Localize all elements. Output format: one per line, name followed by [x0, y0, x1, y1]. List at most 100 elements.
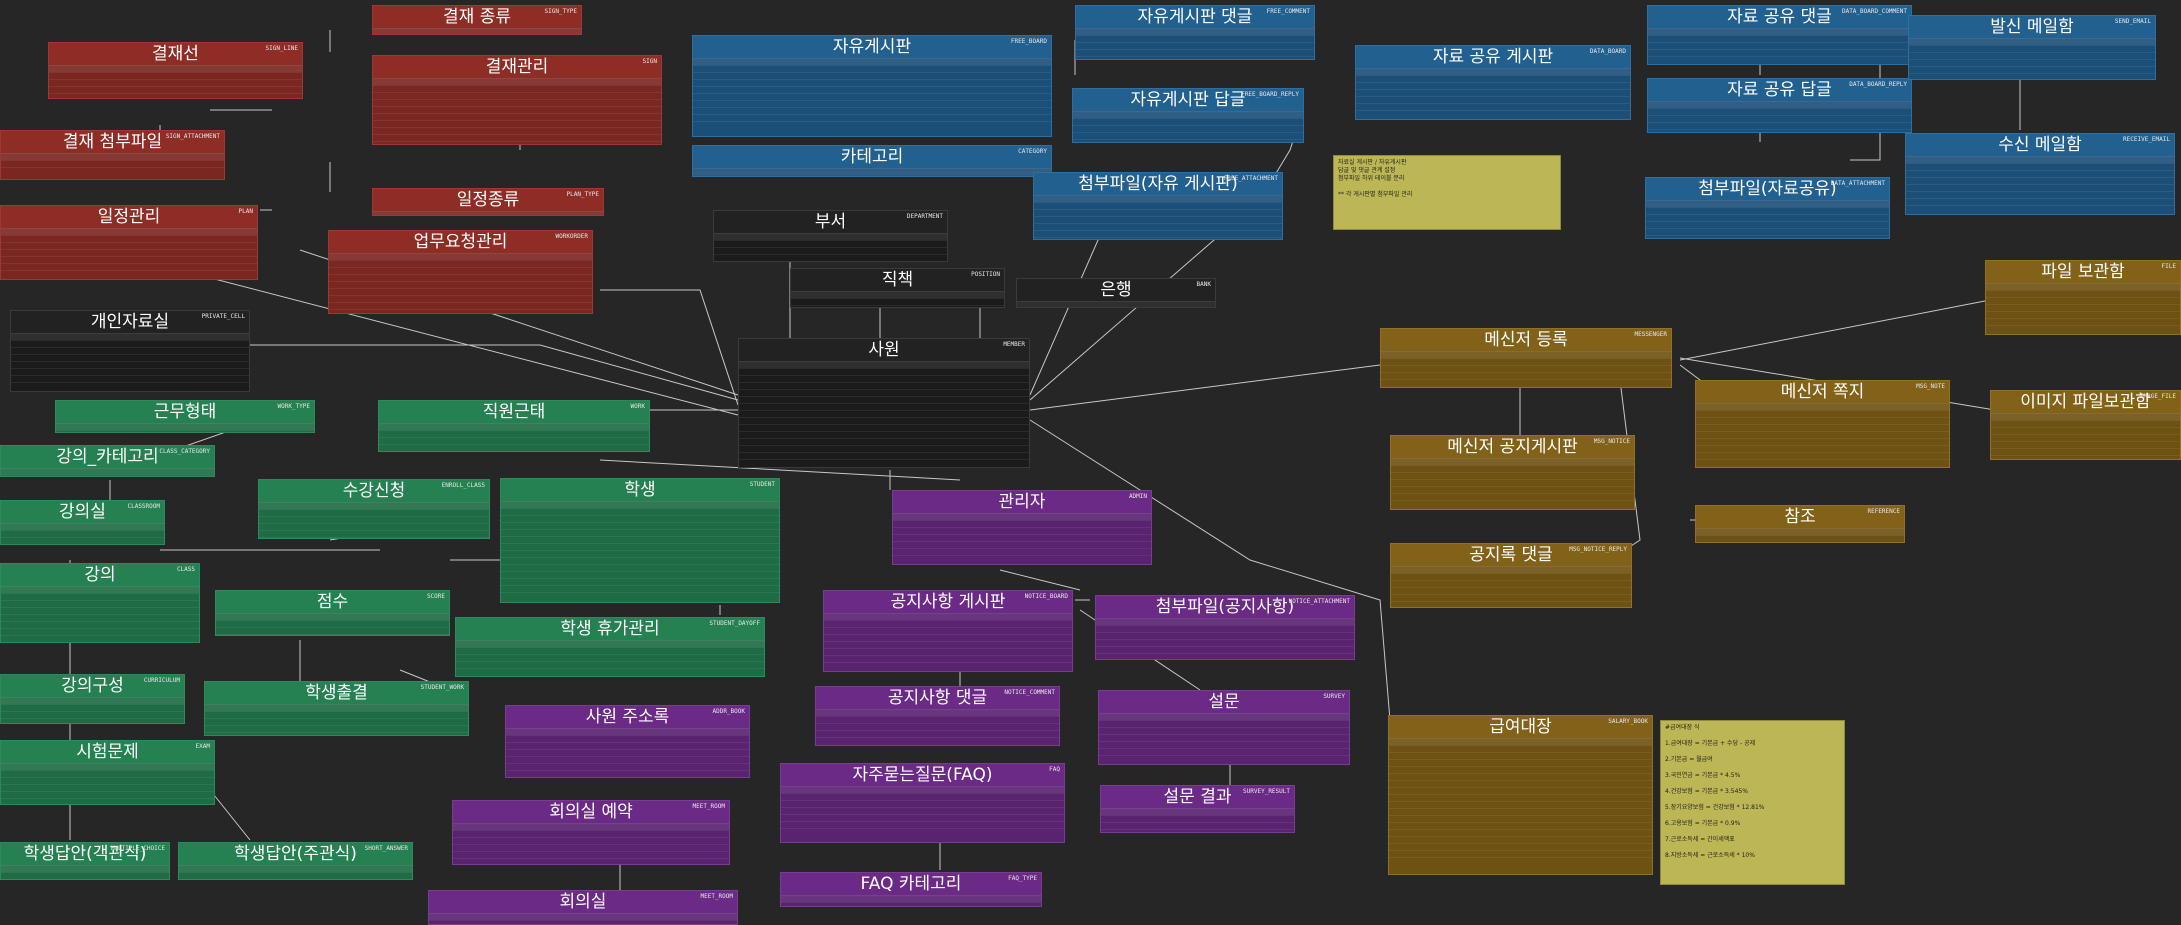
table-physical-name: DEPARTMENT [906, 213, 943, 220]
table-title: 결재관리 [485, 57, 549, 77]
column-list [1356, 68, 1630, 117]
entity-table[interactable]: 학생답안(객관식)MULTIPLE_CHOICE [0, 842, 170, 880]
column-row [1, 872, 169, 879]
table-physical-name: POSITION [971, 271, 1000, 278]
entity-table[interactable]: 개인자료실 PRIVATE_CELL [10, 310, 250, 392]
column-row [1696, 410, 1949, 417]
table-physical-name: RECEIVE_EMAIL [2123, 136, 2170, 143]
column-row [1986, 311, 2180, 318]
column-row [1389, 787, 1652, 794]
column-row [379, 423, 649, 430]
table-physical-name: DATA_BOARD_REPLY [1849, 81, 1907, 88]
column-row [373, 92, 661, 99]
column-list [49, 65, 302, 98]
entity-table[interactable]: 첨부파일(자유 게시판)FREE_ATTACHMENT [1033, 172, 1283, 240]
entity-table[interactable]: 학생답안(주관식)SHORT_ANSWER [178, 842, 413, 880]
table-title: 근무형태 [153, 402, 217, 422]
column-row [1356, 110, 1630, 117]
entity-table[interactable]: 첨부파일(자료공유)DATA_ATTACHMENT [1645, 177, 1890, 239]
column-row [1696, 431, 1949, 438]
table-title: 수신 메일함 [1998, 135, 2082, 155]
column-list [1, 586, 199, 642]
column-row [1099, 727, 1349, 734]
column-row [1, 593, 199, 600]
column-row [1389, 801, 1652, 808]
entity-table[interactable]: 수신 메일함 RECEIVE_EMAIL [1905, 133, 2175, 215]
column-row [816, 709, 1059, 716]
column-row [1391, 594, 1631, 601]
column-row [1906, 205, 2174, 212]
column-row [1696, 424, 1949, 431]
table-physical-name: IMAGE_FILE [2139, 393, 2176, 400]
entity-table[interactable]: 자주묻는질문(FAQ)FAQ [780, 763, 1065, 843]
note-line: 2.기본급 = 월급여 [1665, 756, 1713, 763]
sticky-note[interactable]: #급여대장 식 1.급여대장 = 기본급 + 수당 - 공제 2.기본급 = 월… [1660, 720, 1845, 885]
table-title: 개인자료실 [90, 312, 170, 332]
column-row [1646, 207, 1889, 214]
column-row [373, 120, 661, 127]
table-physical-name: BANK [1196, 281, 1211, 288]
entity-table[interactable]: 첨부파일(공지사항)NOTICE_ATTACHMENT [1095, 595, 1355, 660]
table-title: 회의실 [559, 892, 607, 912]
column-row [816, 737, 1059, 744]
table-physical-name: PRIVATE_CELL [201, 313, 245, 320]
column-row [49, 93, 302, 98]
table-title: 수강신청 [342, 481, 406, 501]
column-row [329, 302, 592, 309]
column-row [1391, 601, 1631, 607]
column-row [693, 65, 1051, 72]
column-row [1986, 297, 2180, 304]
column-row [506, 763, 749, 770]
